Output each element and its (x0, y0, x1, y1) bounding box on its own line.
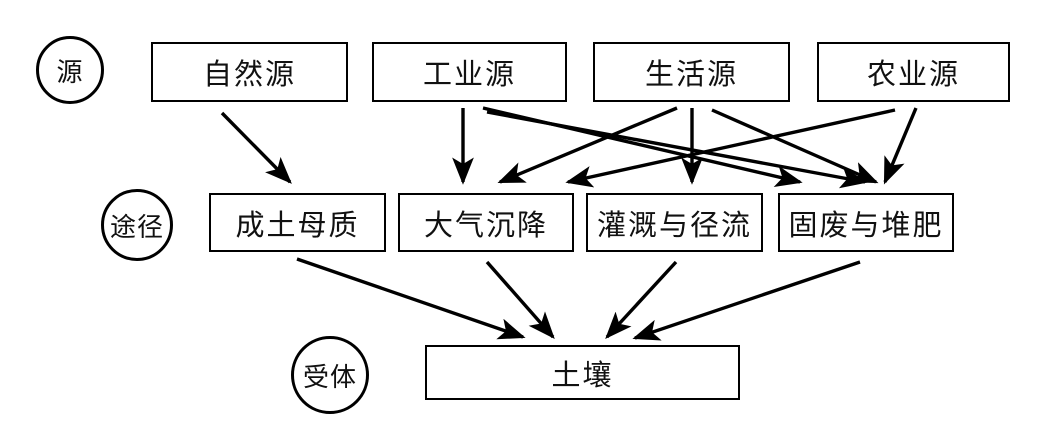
node-label: 土壤 (551, 359, 614, 392)
node-agricultural-source[interactable]: 农业源 (817, 42, 1010, 102)
node-industrial-source[interactable]: 工业源 (372, 42, 567, 102)
level-label-source: 源 (36, 36, 104, 104)
node-label: 灌溉与径流 (596, 209, 752, 242)
edge-n_agri-to-p_atmos (565, 108, 896, 188)
level-label-source-text: 源 (56, 57, 84, 87)
node-label: 大气沉降 (423, 209, 548, 242)
node-irrigation-runoff[interactable]: 灌溉与径流 (586, 193, 763, 252)
edge-n_agri-to-p_waste (883, 107, 918, 185)
edge-n_domestic-to-p_waste (711, 108, 879, 184)
node-label: 自然源 (202, 59, 296, 91)
level-label-receptor: 受体 (291, 336, 369, 414)
level-label-pathway-text: 途径 (109, 212, 164, 242)
node-label: 生活源 (644, 59, 738, 91)
node-natural-source[interactable]: 自然源 (151, 42, 348, 102)
node-soil[interactable]: 土壤 (425, 345, 740, 400)
node-label: 固废与堆肥 (788, 209, 944, 242)
edge-n_domestic-to-p_atmos (497, 106, 678, 184)
node-domestic-source[interactable]: 生活源 (593, 42, 790, 102)
node-label: 成土母质 (235, 209, 360, 242)
edge-p_waste-to-r_soil (632, 260, 861, 341)
edge-p_atmos-to-r_soil (485, 260, 555, 340)
edge-n_industrial-to-p_waste (486, 110, 868, 189)
node-label: 农业源 (866, 59, 960, 91)
level-label-receptor-text: 受体 (302, 362, 357, 392)
node-parent-material[interactable]: 成土母质 (209, 193, 386, 252)
edge-p_irrig-to-r_soil (605, 260, 678, 340)
node-atmospheric-deposition[interactable]: 大气沉降 (398, 193, 574, 252)
node-label: 工业源 (422, 59, 516, 91)
level-label-pathway: 途径 (101, 189, 173, 261)
edge-p_parent-to-r_soil (296, 257, 526, 340)
node-solid-waste-compost[interactable]: 固废与堆肥 (778, 193, 954, 252)
edge-n_natural-to-p_parent (220, 111, 292, 184)
